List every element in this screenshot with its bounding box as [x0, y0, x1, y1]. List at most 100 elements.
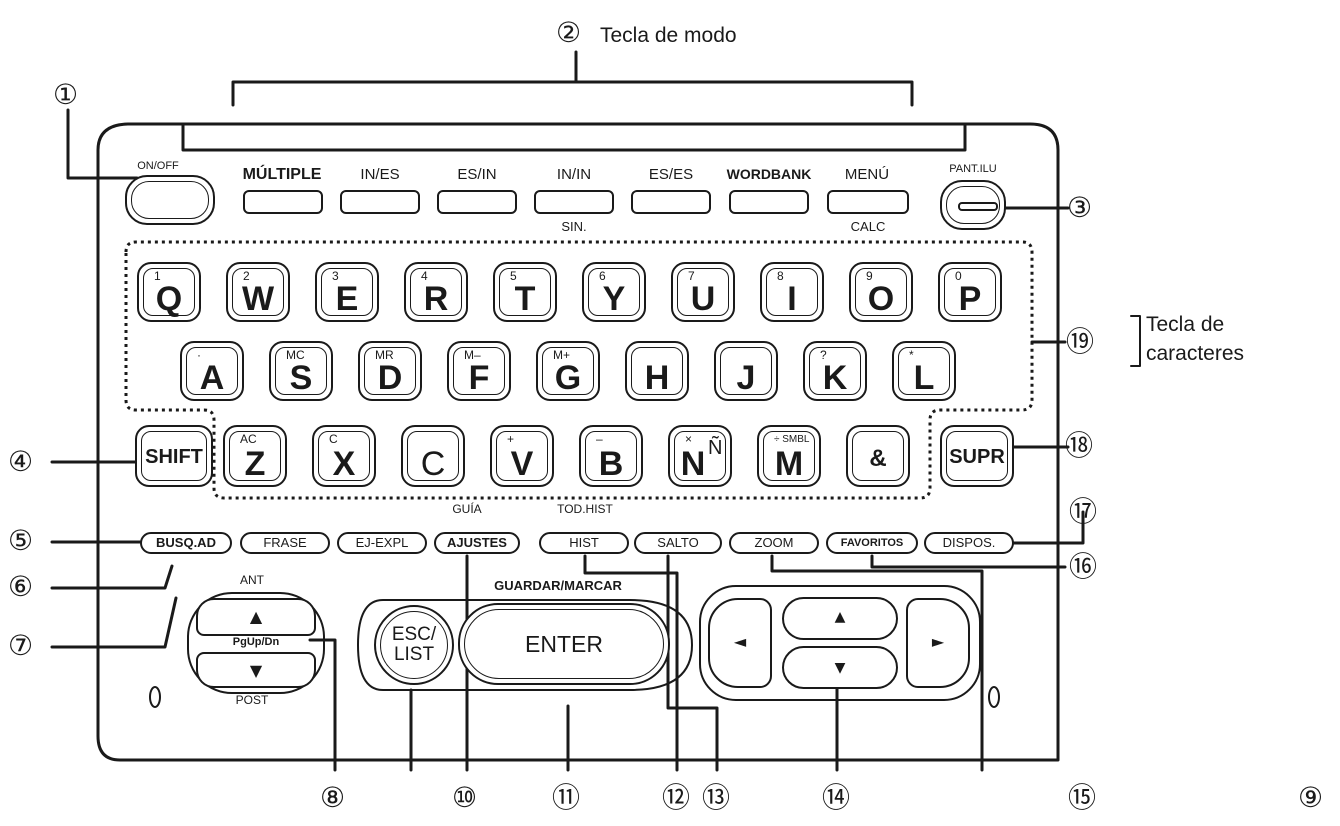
mode-key-wordbank[interactable] [729, 190, 809, 214]
pgupdn-group [187, 592, 325, 694]
char-area-outline [124, 240, 1034, 500]
callout-2: ② [556, 16, 582, 49]
up-arrow-key[interactable]: ▲ [782, 597, 898, 640]
mode-key-es-es[interactable] [631, 190, 711, 214]
key-f[interactable]: M–F [447, 341, 511, 401]
busq-ad-key[interactable]: BUSQ.AD [140, 532, 232, 554]
salto-key[interactable]: SALTO [634, 532, 722, 554]
callout-10: ⑩ [452, 781, 478, 814]
callout-1: ① [53, 78, 79, 111]
callout-8: ⑧ [320, 781, 346, 814]
callout-18: ⑱ [1065, 429, 1094, 462]
leader-12 [583, 554, 679, 772]
pant-ilu-key[interactable] [940, 180, 1006, 230]
mode-key-below-in-in: SIN. [561, 219, 587, 234]
supr-key[interactable]: SUPR [940, 425, 1014, 487]
esc-enter-group [356, 599, 694, 691]
enter-key[interactable]: ENTER [458, 603, 670, 685]
shift-key[interactable]: SHIFT [135, 425, 213, 487]
key-a[interactable]: ·A [180, 341, 244, 401]
ant-label: ANT [240, 573, 264, 587]
mode-key-menu[interactable] [827, 190, 909, 214]
mode-key-multiple[interactable] [243, 190, 323, 214]
mode-key-label-menu: MENÚ [844, 166, 890, 183]
mode-key-label-es-es: ES/ES [648, 166, 694, 183]
key-v[interactable]: +V [490, 425, 554, 487]
pgup-key[interactable]: ▲ [196, 598, 316, 636]
arrow-pad-group [699, 585, 981, 701]
key-g[interactable]: M+G [536, 341, 600, 401]
callout-3: ③ [1067, 191, 1093, 224]
mode-key-label-in-es: IN/ES [360, 166, 400, 183]
mode-key-label-multiple: MÚLTIPLE [242, 166, 322, 183]
down-arrow-key[interactable]: ▼ [782, 646, 898, 689]
zoom-key[interactable]: ZOOM [729, 532, 819, 554]
leader-17 [1004, 510, 1085, 545]
ej-expl-key[interactable]: EJ-EXPL [337, 532, 427, 554]
callout-11: ⑪ [552, 781, 581, 814]
pgupdn-label: PgUp/Dn [232, 636, 280, 648]
callout-13: ⑬ [702, 781, 731, 814]
pant-ilu-slot [958, 202, 998, 211]
callout-5: ⑤ [8, 524, 34, 557]
key-k[interactable]: ?K [803, 341, 867, 401]
leader-8 [308, 638, 337, 772]
char-key-label-2: caracteres [1146, 342, 1245, 365]
right-arrow-key[interactable]: ► [906, 598, 970, 688]
favoritos-key[interactable]: FAVORITOS [826, 532, 918, 554]
hole-right [988, 686, 1000, 708]
key-ampersand[interactable]: & [846, 425, 910, 487]
left-arrow-key[interactable]: ◄ [708, 598, 772, 688]
callout-17: ⑰ [1069, 495, 1098, 528]
leader-7 [50, 596, 178, 649]
mode-key-label-wordbank: WORDBANK [726, 166, 812, 182]
mode-key-es-in[interactable] [437, 190, 517, 214]
mode-key-label-in-in: IN/IN [556, 166, 592, 183]
tod-hist-label: TOD.HIST [557, 502, 613, 516]
key-h[interactable]: H [625, 341, 689, 401]
key-b[interactable]: –B [579, 425, 643, 487]
callout-16: ⑯ [1069, 550, 1098, 583]
callout-14: ⑭ [822, 781, 851, 814]
pgdn-key[interactable]: ▼ [196, 652, 316, 688]
callout-4: ④ [8, 445, 34, 478]
key-j[interactable]: J [714, 341, 778, 401]
mode-key-in-es[interactable] [340, 190, 420, 214]
esc-list-key[interactable]: ESC/ LIST [374, 605, 454, 685]
callout-12: ⑫ [662, 781, 691, 814]
ajustes-key[interactable]: AJUSTES [434, 532, 520, 554]
callout-19: ⑲ [1066, 325, 1095, 358]
pant-ilu-label: PANT.ILU [949, 163, 997, 175]
key-l[interactable]: *L [892, 341, 956, 401]
dispos-key[interactable]: DISPOS. [924, 532, 1014, 554]
on-off-key[interactable] [125, 175, 215, 225]
guardar-marcar-label: GUARDAR/MARCAR [494, 578, 622, 593]
callout-9: ⑨ [1298, 781, 1324, 814]
post-label: POST [235, 693, 269, 707]
callout-7: ⑦ [8, 629, 34, 662]
key-c[interactable]: C [401, 425, 465, 487]
hist-key[interactable]: HIST [539, 532, 629, 554]
frase-key[interactable]: FRASE [240, 532, 330, 554]
device-body [96, 122, 1060, 762]
leader-6 [50, 564, 174, 590]
mode-key-in-in[interactable] [534, 190, 614, 214]
leader-16 [870, 554, 1067, 569]
